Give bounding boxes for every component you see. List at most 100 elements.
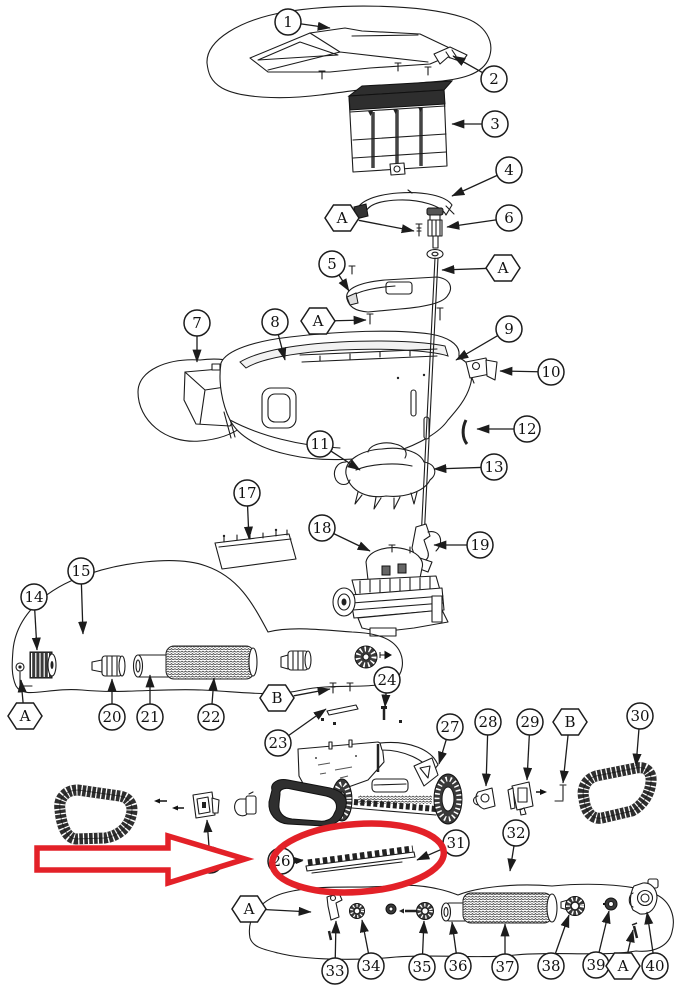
part-top-lid — [249, 27, 459, 73]
lid-screws — [318, 62, 432, 80]
callout-circle — [516, 708, 544, 736]
leader-line — [277, 334, 287, 361]
ref-marker-label: A — [617, 957, 629, 975]
callout-circle — [20, 583, 48, 611]
callout-2: 2 — [452, 55, 508, 93]
callout-21: 21 — [136, 674, 164, 731]
leader-line — [632, 728, 642, 767]
callout-label: 19 — [470, 536, 489, 554]
group-outline-bottom — [248, 883, 674, 960]
ref-marker-label: A — [336, 209, 348, 227]
callout-14: 14 — [20, 583, 48, 651]
callout-label: 2 — [489, 70, 499, 88]
leader-line — [438, 739, 447, 765]
callout-circle — [98, 703, 126, 731]
callout-circle — [274, 8, 302, 36]
ref-marker-a-hA4: A — [7, 679, 43, 730]
callout-circle — [480, 453, 508, 481]
callout-circle — [136, 703, 164, 731]
leader-line — [559, 734, 569, 784]
callout-circle — [308, 514, 336, 542]
part-drawings — [11, 5, 674, 960]
ref-marker-label: B — [271, 689, 282, 707]
leader-line — [333, 533, 371, 552]
callout-label: 38 — [541, 957, 560, 975]
leader-line — [300, 21, 331, 31]
callout-1: 1 — [274, 8, 331, 36]
part-latch-33 — [319, 890, 348, 941]
part-brush-roller-37 — [462, 892, 558, 924]
part-cup — [234, 791, 257, 817]
callout-label: 9 — [504, 320, 514, 338]
part-rack-strip — [305, 845, 416, 874]
leader-line — [31, 609, 41, 651]
callout-18: 18 — [308, 514, 371, 552]
part-body-shell — [219, 330, 473, 461]
callout-33: 33 — [321, 920, 349, 985]
screw-dots — [321, 718, 402, 725]
callout-circle — [261, 308, 289, 336]
callout-label: 31 — [446, 834, 465, 852]
callout-36: 36 — [444, 921, 472, 980]
part-hub-38 — [560, 896, 585, 916]
highlight-arrow — [34, 832, 255, 887]
leader-line — [293, 686, 331, 697]
callout-27: 27 — [436, 713, 464, 765]
callout-circle — [306, 430, 334, 458]
hex-marker-shape — [231, 895, 267, 923]
part-axle-35 — [399, 902, 434, 920]
leader-line — [334, 315, 367, 325]
callout-label: 1 — [283, 13, 293, 31]
part-clip-12 — [461, 419, 469, 445]
part-bearing-39 — [603, 897, 618, 911]
callout-label: 18 — [312, 519, 331, 537]
callout-label: 33 — [325, 962, 344, 980]
callout-label: 11 — [310, 435, 329, 453]
hex-marker-shape — [300, 307, 336, 335]
callout-circle — [537, 358, 565, 386]
leader-line — [78, 583, 88, 635]
callout-23: 23 — [264, 708, 327, 757]
part-chassis-assembly — [268, 739, 463, 827]
screw-b2 — [554, 784, 567, 802]
leader-line — [452, 55, 483, 74]
leader-line — [554, 914, 570, 954]
callout-label: 4 — [504, 161, 514, 179]
callout-circle — [321, 957, 349, 985]
part-plate-17 — [214, 528, 297, 570]
leader-line — [243, 505, 254, 540]
callout-label: 35 — [412, 958, 431, 976]
callout-15: 15 — [67, 557, 95, 635]
callout-circle — [481, 110, 509, 138]
callout-35: 35 — [408, 920, 436, 981]
callout-11: 11 — [306, 430, 361, 471]
callout-6: 6 — [446, 204, 523, 232]
part-tube-36 — [440, 902, 469, 922]
callout-circle — [318, 250, 346, 278]
callout-17: 17 — [233, 479, 261, 540]
leader-line — [644, 911, 654, 954]
callout-label: 36 — [448, 957, 467, 975]
callout-9: 9 — [455, 315, 523, 361]
callout-label: 29 — [520, 713, 539, 731]
part-bracket-28 — [472, 787, 496, 810]
ref-marker-a-hA6: A — [605, 929, 641, 980]
part-filter-basket — [347, 80, 454, 176]
leader-line — [288, 708, 327, 737]
callout-5: 5 — [318, 250, 350, 292]
part-track-belt-30 — [577, 762, 657, 824]
leader-line — [358, 219, 415, 234]
leader-line — [265, 906, 312, 916]
callout-circle — [491, 953, 519, 981]
leader-line — [359, 919, 370, 954]
callout-31: 31 — [416, 829, 470, 861]
leader-line — [381, 692, 391, 708]
callout-label: 30 — [630, 707, 649, 725]
screw-24 — [381, 706, 387, 720]
leader-line — [208, 677, 218, 705]
callout-circle — [357, 952, 385, 980]
ref-marker-a-hA3: A — [300, 307, 367, 335]
callout-circle — [466, 531, 494, 559]
callout-20: 20 — [98, 678, 126, 731]
